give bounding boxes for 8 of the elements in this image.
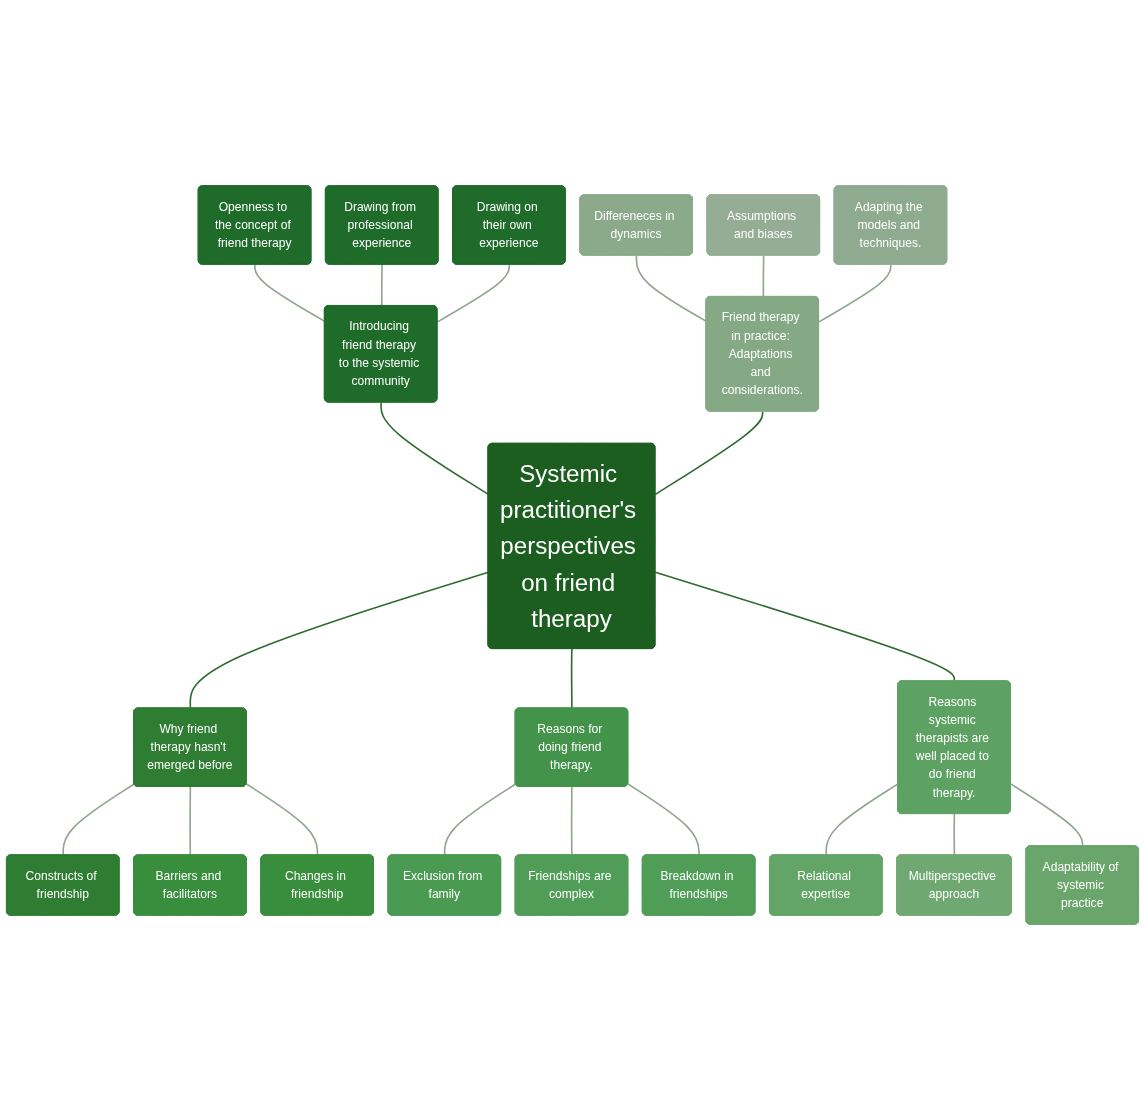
connector <box>254 263 326 323</box>
connector <box>380 263 383 307</box>
connector <box>654 571 956 682</box>
connector <box>1009 783 1084 847</box>
connector <box>762 254 765 298</box>
connector <box>654 410 764 496</box>
connector <box>436 263 511 323</box>
connector <box>818 263 892 323</box>
